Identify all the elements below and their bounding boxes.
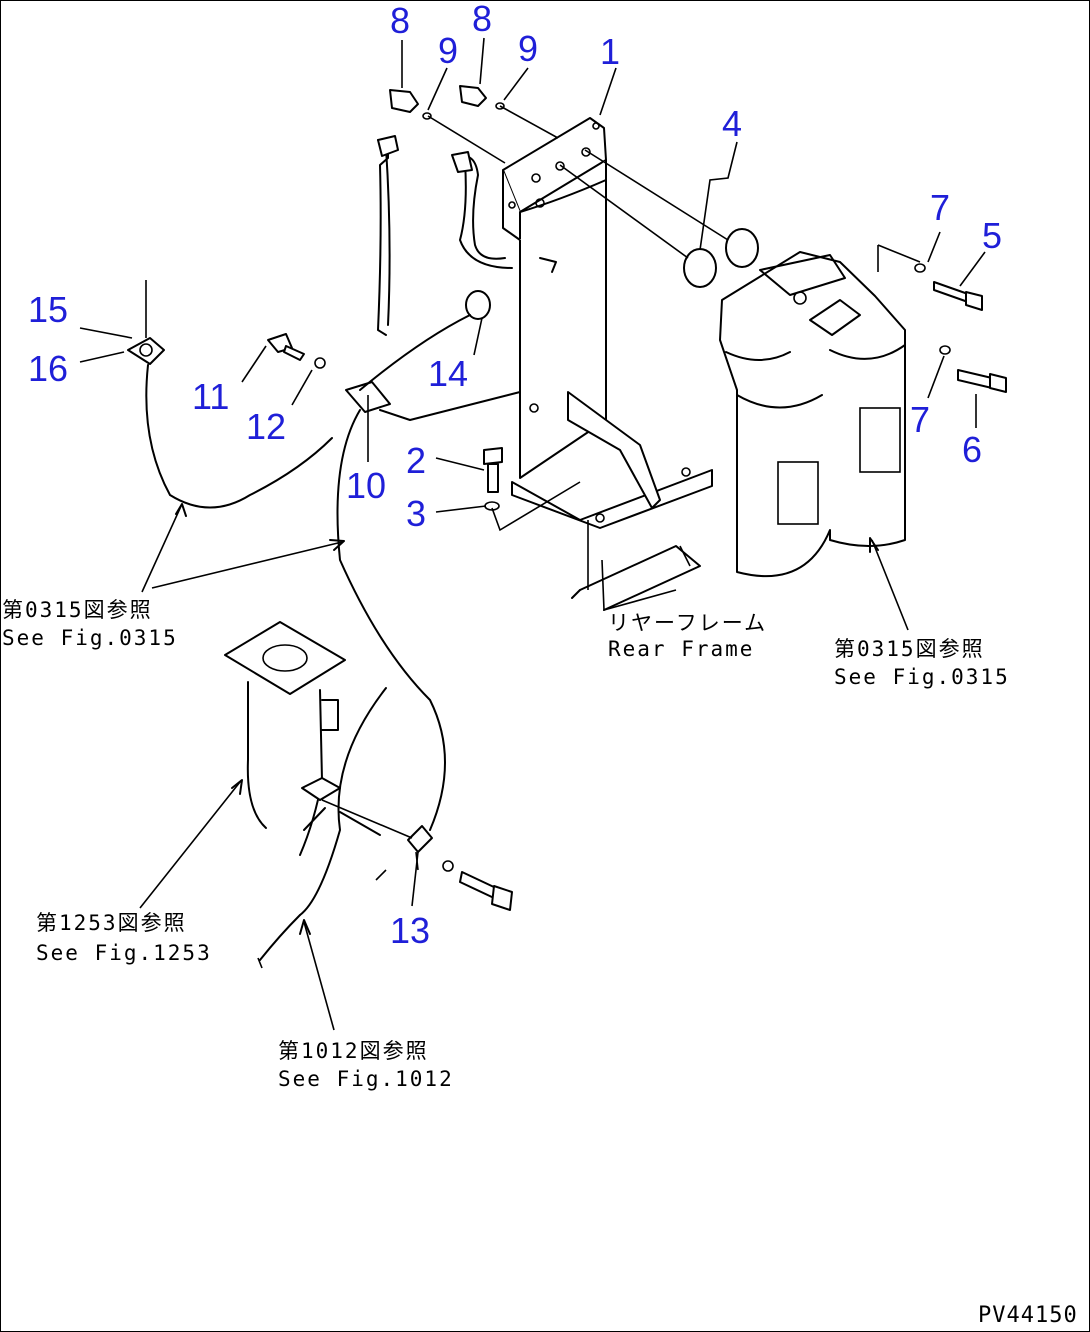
callout-15: 15 [28, 289, 68, 330]
washer-12 [314, 357, 326, 369]
exhaust-pipe [224, 621, 346, 856]
ref-left-en: See Fig.0315 [2, 626, 178, 650]
ref-1253-jp: 第1253図参照 [36, 911, 187, 935]
rear-frame [571, 520, 701, 611]
leader-lines [79, 37, 986, 1031]
washer-7-lower [939, 345, 951, 355]
hose-vertical [377, 139, 389, 336]
ref-rear-frame-jp: リヤーフレーム [608, 611, 767, 635]
ref-right-jp: 第0315図参照 [834, 637, 985, 661]
callout-8-left: 8 [390, 0, 410, 41]
bolt-6 [957, 369, 1007, 393]
reference-labels: 第0315図参照 See Fig.0315 第0315図参照 See Fig.0… [2, 598, 1078, 1328]
bolt-5 [933, 281, 983, 311]
ref-rear-frame-en: Rear Frame [608, 637, 754, 661]
callout-10: 10 [346, 465, 386, 506]
callout-5: 5 [982, 215, 1002, 256]
drawing-code: PV44150 [978, 1303, 1078, 1328]
callout-6: 6 [962, 429, 982, 470]
callout-7-lower: 7 [910, 399, 930, 440]
ref-1012-jp: 第1012図参照 [278, 1039, 429, 1063]
elbow-8-left [389, 89, 419, 113]
bracket-part [502, 117, 713, 529]
callout-14: 14 [428, 353, 468, 394]
hose-u [454, 155, 506, 260]
elbow-8-right [459, 85, 487, 107]
clamp-15-16 [127, 337, 165, 365]
fitting-14 [465, 290, 491, 320]
callout-11: 11 [192, 376, 229, 417]
callout-12: 12 [246, 406, 286, 447]
callout-4: 4 [722, 103, 742, 144]
ref-1253-en: See Fig.1253 [36, 941, 212, 965]
filter-assembly [719, 251, 906, 578]
callout-3: 3 [406, 493, 426, 534]
bolt-2 [483, 447, 503, 465]
o-ring-9-right [495, 102, 505, 110]
callout-7-upper: 7 [930, 187, 950, 228]
clamp-13 [407, 825, 433, 853]
ref-right-en: See Fig.0315 [834, 665, 1010, 689]
ref-left-jp: 第0315図参照 [2, 598, 153, 622]
plate-4b [725, 228, 759, 268]
hose-loop-left [145, 364, 333, 509]
callout-2: 2 [406, 440, 426, 481]
callout-1: 1 [600, 31, 620, 72]
callout-13: 13 [390, 910, 430, 951]
callout-numbers: 1 2 3 4 5 6 7 7 8 8 9 9 10 11 12 13 14 1… [28, 0, 1002, 951]
callout-9-right: 9 [518, 28, 538, 69]
callout-9-left: 9 [438, 30, 458, 71]
washer-7-upper [914, 263, 926, 273]
callout-8-right: 8 [472, 0, 492, 39]
ref-1012-en: See Fig.1012 [278, 1067, 454, 1091]
o-ring-9-left [422, 112, 432, 120]
plate-4a [683, 248, 717, 288]
callout-16: 16 [28, 348, 68, 389]
